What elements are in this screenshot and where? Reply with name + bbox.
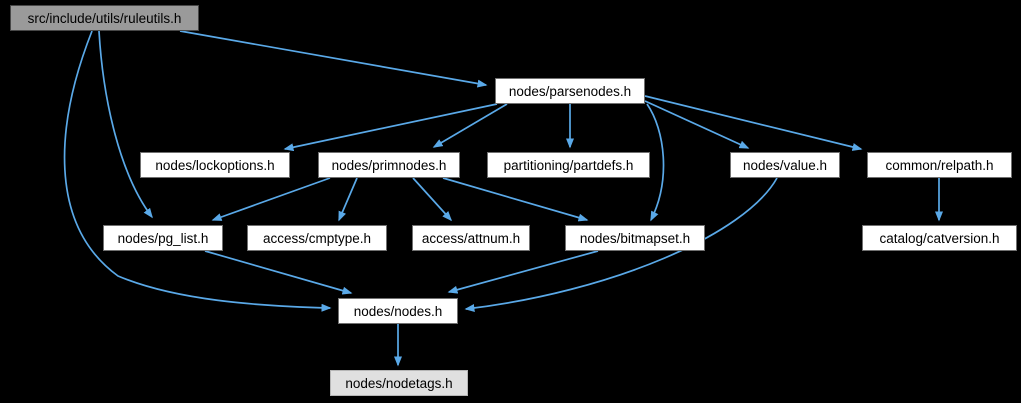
edge-ruleutils-to-nodes <box>63 30 332 312</box>
node-bitmapset[interactable]: nodes/bitmapset.h <box>565 225 705 251</box>
edge-value-to-nodes <box>464 177 778 312</box>
node-relpath[interactable]: common/relpath.h <box>867 152 1012 178</box>
node-primnodes[interactable]: nodes/primnodes.h <box>318 152 460 178</box>
node-cmptype[interactable]: access/cmptype.h <box>247 225 387 251</box>
edge-pg_list-to-nodes <box>204 250 353 295</box>
edge-primnodes-to-attnum <box>412 177 453 222</box>
node-parsenodes[interactable]: nodes/parsenodes.h <box>495 78 645 104</box>
node-value[interactable]: nodes/value.h <box>730 152 840 178</box>
node-nodetags[interactable]: nodes/nodetags.h <box>330 370 468 396</box>
node-catversion[interactable]: catalog/catversion.h <box>862 225 1017 251</box>
node-ruleutils[interactable]: src/include/utils/ruleutils.h <box>10 5 199 31</box>
node-attnum[interactable]: access/attnum.h <box>412 225 530 251</box>
edge-bitmapset-to-nodes <box>447 250 599 294</box>
node-partdefs[interactable]: partitioning/partdefs.h <box>487 152 650 178</box>
edge-parsenodes-to-bitmapset <box>646 103 665 222</box>
node-nodes[interactable]: nodes/nodes.h <box>338 298 458 324</box>
node-lockoptions[interactable]: nodes/lockoptions.h <box>140 152 290 178</box>
edge-primnodes-to-bitmapset <box>442 177 589 222</box>
edge-ruleutils-to-pg_list <box>98 30 153 219</box>
edge-parsenodes-to-relpath <box>644 95 863 151</box>
edge-primnodes-to-pg_list <box>211 177 331 221</box>
edge-ruleutils-to-parsenodes <box>179 30 488 88</box>
edge-parsenodes-to-primnodes <box>432 103 508 148</box>
edge-parsenodes-to-lockoptions <box>283 103 498 152</box>
edge-parsenodes-to-value <box>644 100 750 149</box>
edge-primnodes-to-cmptype <box>338 177 358 222</box>
node-pg_list[interactable]: nodes/pg_list.h <box>103 225 223 251</box>
